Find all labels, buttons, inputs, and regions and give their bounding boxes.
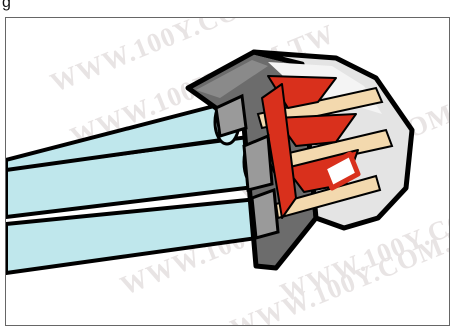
step-middle bbox=[244, 136, 272, 190]
caption-fragment: g bbox=[2, 0, 11, 12]
step-bottom bbox=[252, 190, 278, 238]
illustration-frame: WWW.100Y.COM.TW WWW.100Y.COM.TW WWW.100Y… bbox=[5, 17, 450, 326]
wire-connector-illustration bbox=[6, 18, 450, 326]
